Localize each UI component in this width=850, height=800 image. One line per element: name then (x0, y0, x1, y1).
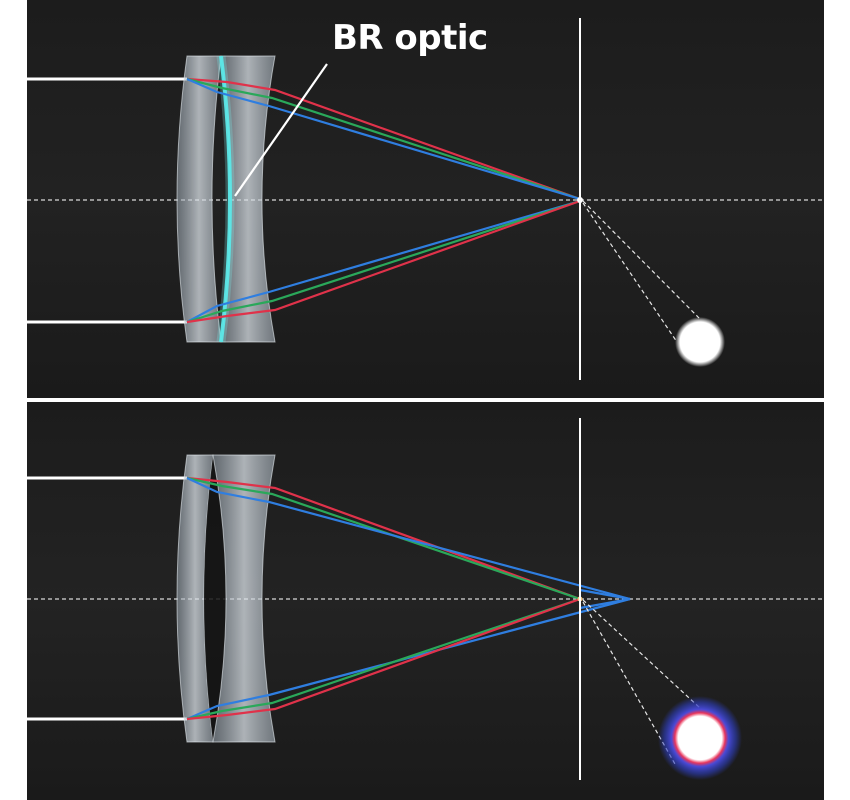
halo-blur-spot (658, 696, 742, 780)
green-ray-upper (186, 476, 581, 601)
red-ray-lower (186, 199, 581, 324)
converging-rays-lower (186, 199, 581, 324)
red-ray-lower (186, 597, 581, 721)
rear-lens-element (212, 454, 276, 743)
blue-ray-upper (186, 477, 631, 601)
green-ray-lower (186, 597, 581, 721)
diagram-without-br-optic (27, 418, 824, 780)
panel-without-br-optic (27, 402, 824, 800)
converging-rays-upper (186, 77, 581, 201)
br-optic-layer (219, 55, 232, 343)
green-ray-lower (186, 199, 581, 324)
air-gap (204, 455, 226, 742)
diagram-with-br-optic (27, 18, 824, 380)
blue-ray-upper (186, 77, 581, 201)
green-ray-upper (186, 77, 581, 201)
blue-ray-crossing-lower (579, 588, 631, 601)
br-optic-glow (216, 55, 235, 343)
blue-ray-lower (186, 199, 581, 323)
front-lens-element (176, 55, 222, 343)
dispersed-rays-upper (186, 476, 631, 610)
magnify-line-lower (582, 202, 678, 343)
sharp-focus-spot (675, 317, 725, 367)
br-optic-leader-line (234, 63, 328, 197)
magnify-line-upper (582, 200, 700, 319)
dispersed-rays-lower (186, 588, 631, 721)
br-optic-label: BR optic (332, 18, 488, 58)
panel-with-br-optic: BR optic (27, 0, 824, 398)
red-ray-upper (186, 77, 581, 201)
